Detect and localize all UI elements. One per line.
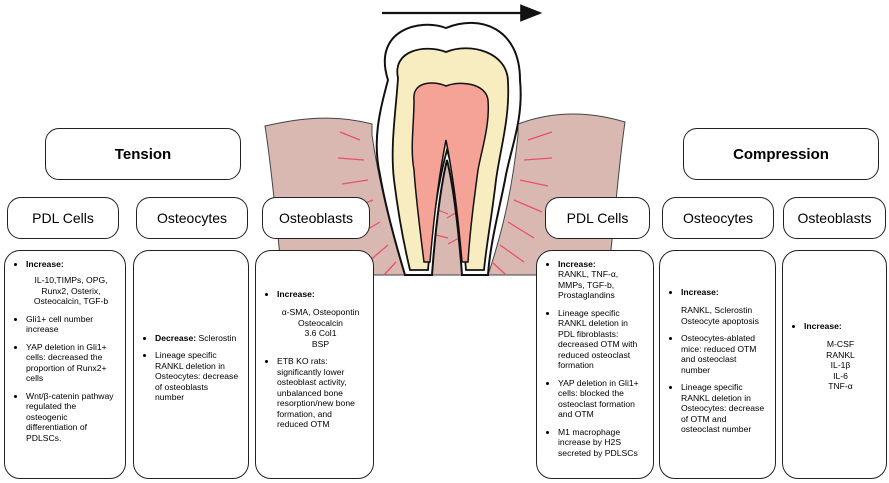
- marker-line-3: IL-1β: [804, 360, 877, 370]
- tension-pdl-item-wnt: Wnt/β-catenin pathway regulated the oste…: [26, 391, 116, 443]
- tension-osteocytes-item-rankl: Lineage specific RANKL deletion in Osteo…: [155, 350, 239, 402]
- marker-line-1: α-SMA, Osteopontin: [277, 307, 364, 317]
- compression-pdl-title-text: PDL Cells: [567, 210, 629, 226]
- increase-label: Increase: [558, 259, 593, 269]
- compression-pdl-panel: Increase: RANKL, TNF-α, MMPs, TGF-b, Pro…: [536, 250, 654, 479]
- increase-text: RANKL, TNF-α, MMPs, TGF-b, Prostaglandin…: [558, 269, 644, 300]
- compression-pdl-item-rankl: Lineage specific RANKL deletion in PDL f…: [558, 308, 644, 371]
- marker-line-3: 3.6 Col1: [277, 328, 364, 338]
- increase-label: Increase: [277, 289, 312, 299]
- compression-pdl-title: PDL Cells: [545, 197, 650, 239]
- compression-title: Compression: [733, 146, 829, 163]
- compression-osteoblasts-item-increase: Increase: M-CSF RANKL IL-1β IL-6 TNF-α: [804, 321, 877, 392]
- tension-osteocytes-panel: Decrease: Sclerostin Lineage specific RA…: [133, 250, 249, 479]
- increase-label: Increase: [26, 259, 61, 269]
- tension-osteocytes-title: Osteocytes: [136, 197, 248, 239]
- increase-text: RANKL, Sclerostin Osteocyte apoptosis: [681, 305, 766, 326]
- tension-osteocytes-title-text: Osteocytes: [157, 210, 227, 226]
- decrease-label: Decrease: [155, 333, 193, 343]
- tension-osteoblasts-panel: Increase: α-SMA, Osteopontin Osteocalcin…: [255, 250, 374, 479]
- marker-line-1: M-CSF: [804, 339, 877, 349]
- compression-header: Compression: [683, 128, 879, 180]
- compression-osteocytes-title: Osteocytes: [662, 197, 774, 239]
- compression-osteoblasts-panel: Increase: M-CSF RANKL IL-1β IL-6 TNF-α: [782, 250, 887, 479]
- decrease-text: Sclerostin: [199, 333, 237, 343]
- compression-osteocytes-item-increase: Increase: RANKL, Sclerostin Osteocyte ap…: [681, 287, 766, 326]
- marker-line-4: IL-6: [804, 371, 877, 381]
- tension-header: Tension: [45, 128, 241, 180]
- tension-osteoblasts-item-increase: Increase: α-SMA, Osteopontin Osteocalcin…: [277, 289, 364, 349]
- compression-osteocytes-panel: Increase: RANKL, Sclerostin Osteocyte ap…: [659, 250, 776, 479]
- increase-label: Increase: [804, 321, 839, 331]
- compression-osteocytes-item-ablated: Osteocytes-ablated mice: reduced OTM and…: [681, 333, 766, 375]
- tension-pdl-item-gli1: Gli1+ cell number increase: [26, 314, 116, 335]
- compression-osteocytes-title-text: Osteocytes: [683, 210, 753, 226]
- tension-osteoblasts-title: Osteoblasts: [262, 197, 370, 239]
- tension-pdl-panel: Increase: IL-10,TIMPs, OPG, Runx2, Oster…: [4, 250, 126, 479]
- increase-text: IL-10,TIMPs, OPG, Runx2, Osterix, Osteoc…: [26, 275, 116, 306]
- compression-osteoblasts-title-text: Osteoblasts: [798, 210, 872, 226]
- tension-pdl-title: PDL Cells: [7, 197, 119, 239]
- compression-pdl-item-m1: M1 macrophage increase by H2S secreted b…: [558, 427, 644, 458]
- increase-label: Increase: [681, 287, 716, 297]
- tension-osteocytes-item-decrease: Decrease: Sclerostin: [155, 333, 239, 343]
- compression-osteocytes-item-rankl: Lineage specific RANKL deletion in Osteo…: [681, 382, 766, 434]
- compression-pdl-item-yap: YAP deletion in Gli1+ cells: blocked the…: [558, 378, 644, 420]
- marker-line-2: Osteocalcin: [277, 318, 364, 328]
- tension-pdl-item-increase: Increase: IL-10,TIMPs, OPG, Runx2, Oster…: [26, 259, 116, 307]
- compression-osteoblasts-title: Osteoblasts: [783, 197, 886, 239]
- tension-pdl-title-text: PDL Cells: [32, 210, 94, 226]
- tension-pdl-item-yap: YAP deletion in Gli1+ cells: decreased t…: [26, 342, 116, 384]
- marker-line-5: TNF-α: [804, 381, 877, 391]
- tension-osteoblasts-title-text: Osteoblasts: [279, 210, 353, 226]
- compression-pdl-item-increase: Increase: RANKL, TNF-α, MMPs, TGF-b, Pro…: [558, 259, 644, 301]
- tension-osteoblasts-item-etb: ETB KO rats: significantly lower osteobl…: [277, 356, 364, 429]
- tension-title: Tension: [115, 146, 171, 163]
- marker-line-4: BSP: [277, 339, 364, 349]
- marker-line-2: RANKL: [804, 350, 877, 360]
